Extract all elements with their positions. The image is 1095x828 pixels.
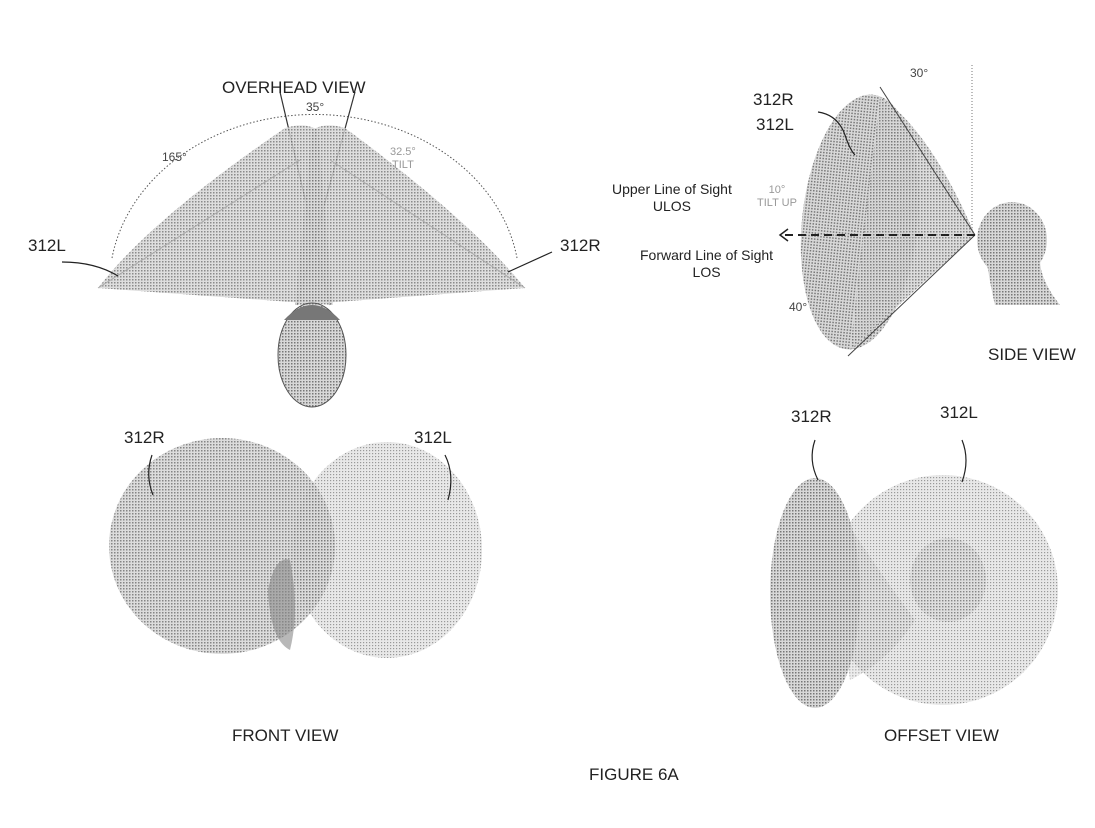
tilt-up-label: 10°TILT UP — [757, 184, 797, 210]
top-angle-line — [879, 86, 976, 236]
leader-312R-offset — [811, 439, 819, 481]
leader-312R — [507, 251, 553, 273]
label-312L: 312L — [28, 236, 66, 255]
leader-312L-offset — [961, 439, 967, 483]
front-label-312L: 312L — [414, 428, 452, 447]
front-label-312R: 312R — [124, 428, 165, 447]
figure-title: FIGURE 6A — [589, 765, 679, 784]
overhead-view-title: OVERHEAD VIEW — [222, 78, 366, 97]
front-view-title: FRONT VIEW — [232, 726, 339, 745]
front-312L-ellipse — [292, 442, 482, 658]
side-label-312R: 312R — [753, 90, 794, 109]
head-top-view — [277, 302, 347, 408]
leader-312R-front — [148, 454, 154, 496]
tilt-text: TILT — [392, 159, 414, 171]
angle-tilt-label: 32.5°TILT — [390, 146, 416, 172]
leader-312L — [61, 261, 119, 277]
side-label-312L: 312L — [756, 115, 794, 134]
front-view-drawing — [109, 438, 482, 658]
angle-total-label: 165° — [162, 150, 187, 164]
ulos-line1: Upper Line of Sight — [612, 181, 732, 197]
arrow-icon — [778, 228, 789, 242]
offset-view-drawing — [770, 439, 1058, 708]
left-fan-312L — [98, 125, 333, 305]
leader-312-side — [817, 111, 856, 156]
side-view-title: SIDE VIEW — [988, 345, 1076, 364]
ulos-line2: ULOS — [652, 198, 691, 214]
offset-label-312R: 312R — [791, 407, 832, 426]
side-view-drawing — [778, 65, 1060, 357]
front-312R-ellipse — [109, 438, 335, 654]
overhead-view-drawing — [61, 91, 553, 408]
tilt-angle: 32.5° — [390, 146, 416, 158]
offset-label-312L: 312L — [940, 403, 978, 422]
right-fan-312R — [295, 125, 525, 305]
offset-view-title: OFFSET VIEW — [884, 726, 999, 745]
tilt-up-angle: 10° — [768, 184, 786, 196]
leader-312L-front — [444, 454, 452, 501]
tilt-up-text: TILT UP — [757, 197, 797, 209]
bottom-angle-line — [847, 234, 976, 357]
label-312R: 312R — [560, 236, 601, 255]
los-line1: Forward Line of Sight — [640, 247, 774, 263]
offset-inner-ellipse — [910, 538, 986, 622]
side-angle-bottom: 40° — [789, 300, 808, 314]
los-line2: LOS — [692, 264, 721, 280]
offset-312R-ellipse — [770, 478, 860, 708]
side-angle-top: 30° — [910, 66, 929, 80]
angle-center-label: 35° — [306, 100, 325, 114]
